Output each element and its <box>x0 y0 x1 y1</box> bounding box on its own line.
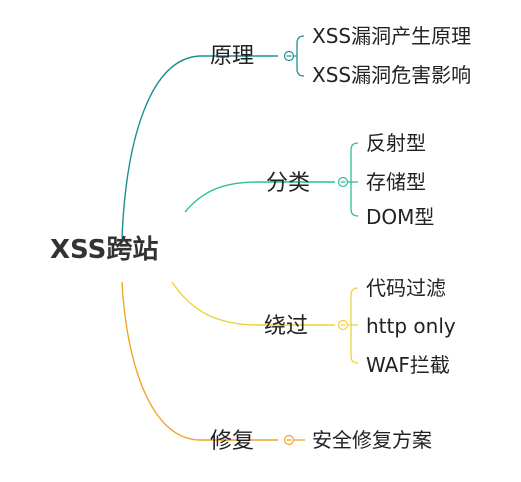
leaf-security-fix[interactable]: 安全修复方案 <box>312 428 432 452</box>
toggle-fix[interactable] <box>283 434 295 446</box>
leaf-reflected[interactable]: 反射型 <box>366 131 426 155</box>
toggle-classification[interactable] <box>337 176 349 188</box>
bracket-principle <box>293 35 305 77</box>
connector-root-classification <box>184 181 259 213</box>
toggle-bypass[interactable] <box>337 319 349 331</box>
branch-fix[interactable]: 修复 <box>210 429 254 454</box>
connector-root-fix <box>121 281 201 441</box>
branch-bypass[interactable]: 绕过 <box>264 314 308 339</box>
leaf-xss-impact[interactable]: XSS漏洞危害影响 <box>312 63 471 87</box>
branch-principle[interactable]: 原理 <box>210 44 254 69</box>
leaf-code-filter[interactable]: 代码过滤 <box>366 276 446 300</box>
bracket-bypass <box>347 287 359 364</box>
leaf-brackets <box>293 35 359 441</box>
root-node[interactable]: XSS跨站 <box>50 235 158 265</box>
connector-root-bypass <box>171 281 259 326</box>
leaf-dom[interactable]: DOM型 <box>366 205 434 229</box>
collapse-toggles <box>283 50 349 446</box>
bracket-classification <box>347 142 359 217</box>
root-connectors <box>121 55 259 441</box>
leaf-stored[interactable]: 存储型 <box>366 170 426 194</box>
leaf-waf-block[interactable]: WAF拦截 <box>366 353 450 377</box>
toggle-principle[interactable] <box>283 50 295 62</box>
branch-underlines <box>200 55 335 441</box>
leaf-xss-cause[interactable]: XSS漏洞产生原理 <box>312 24 471 48</box>
leaf-http-only[interactable]: http only <box>366 314 456 338</box>
branch-classification[interactable]: 分类 <box>266 171 310 196</box>
connector-root-principle <box>121 55 201 239</box>
